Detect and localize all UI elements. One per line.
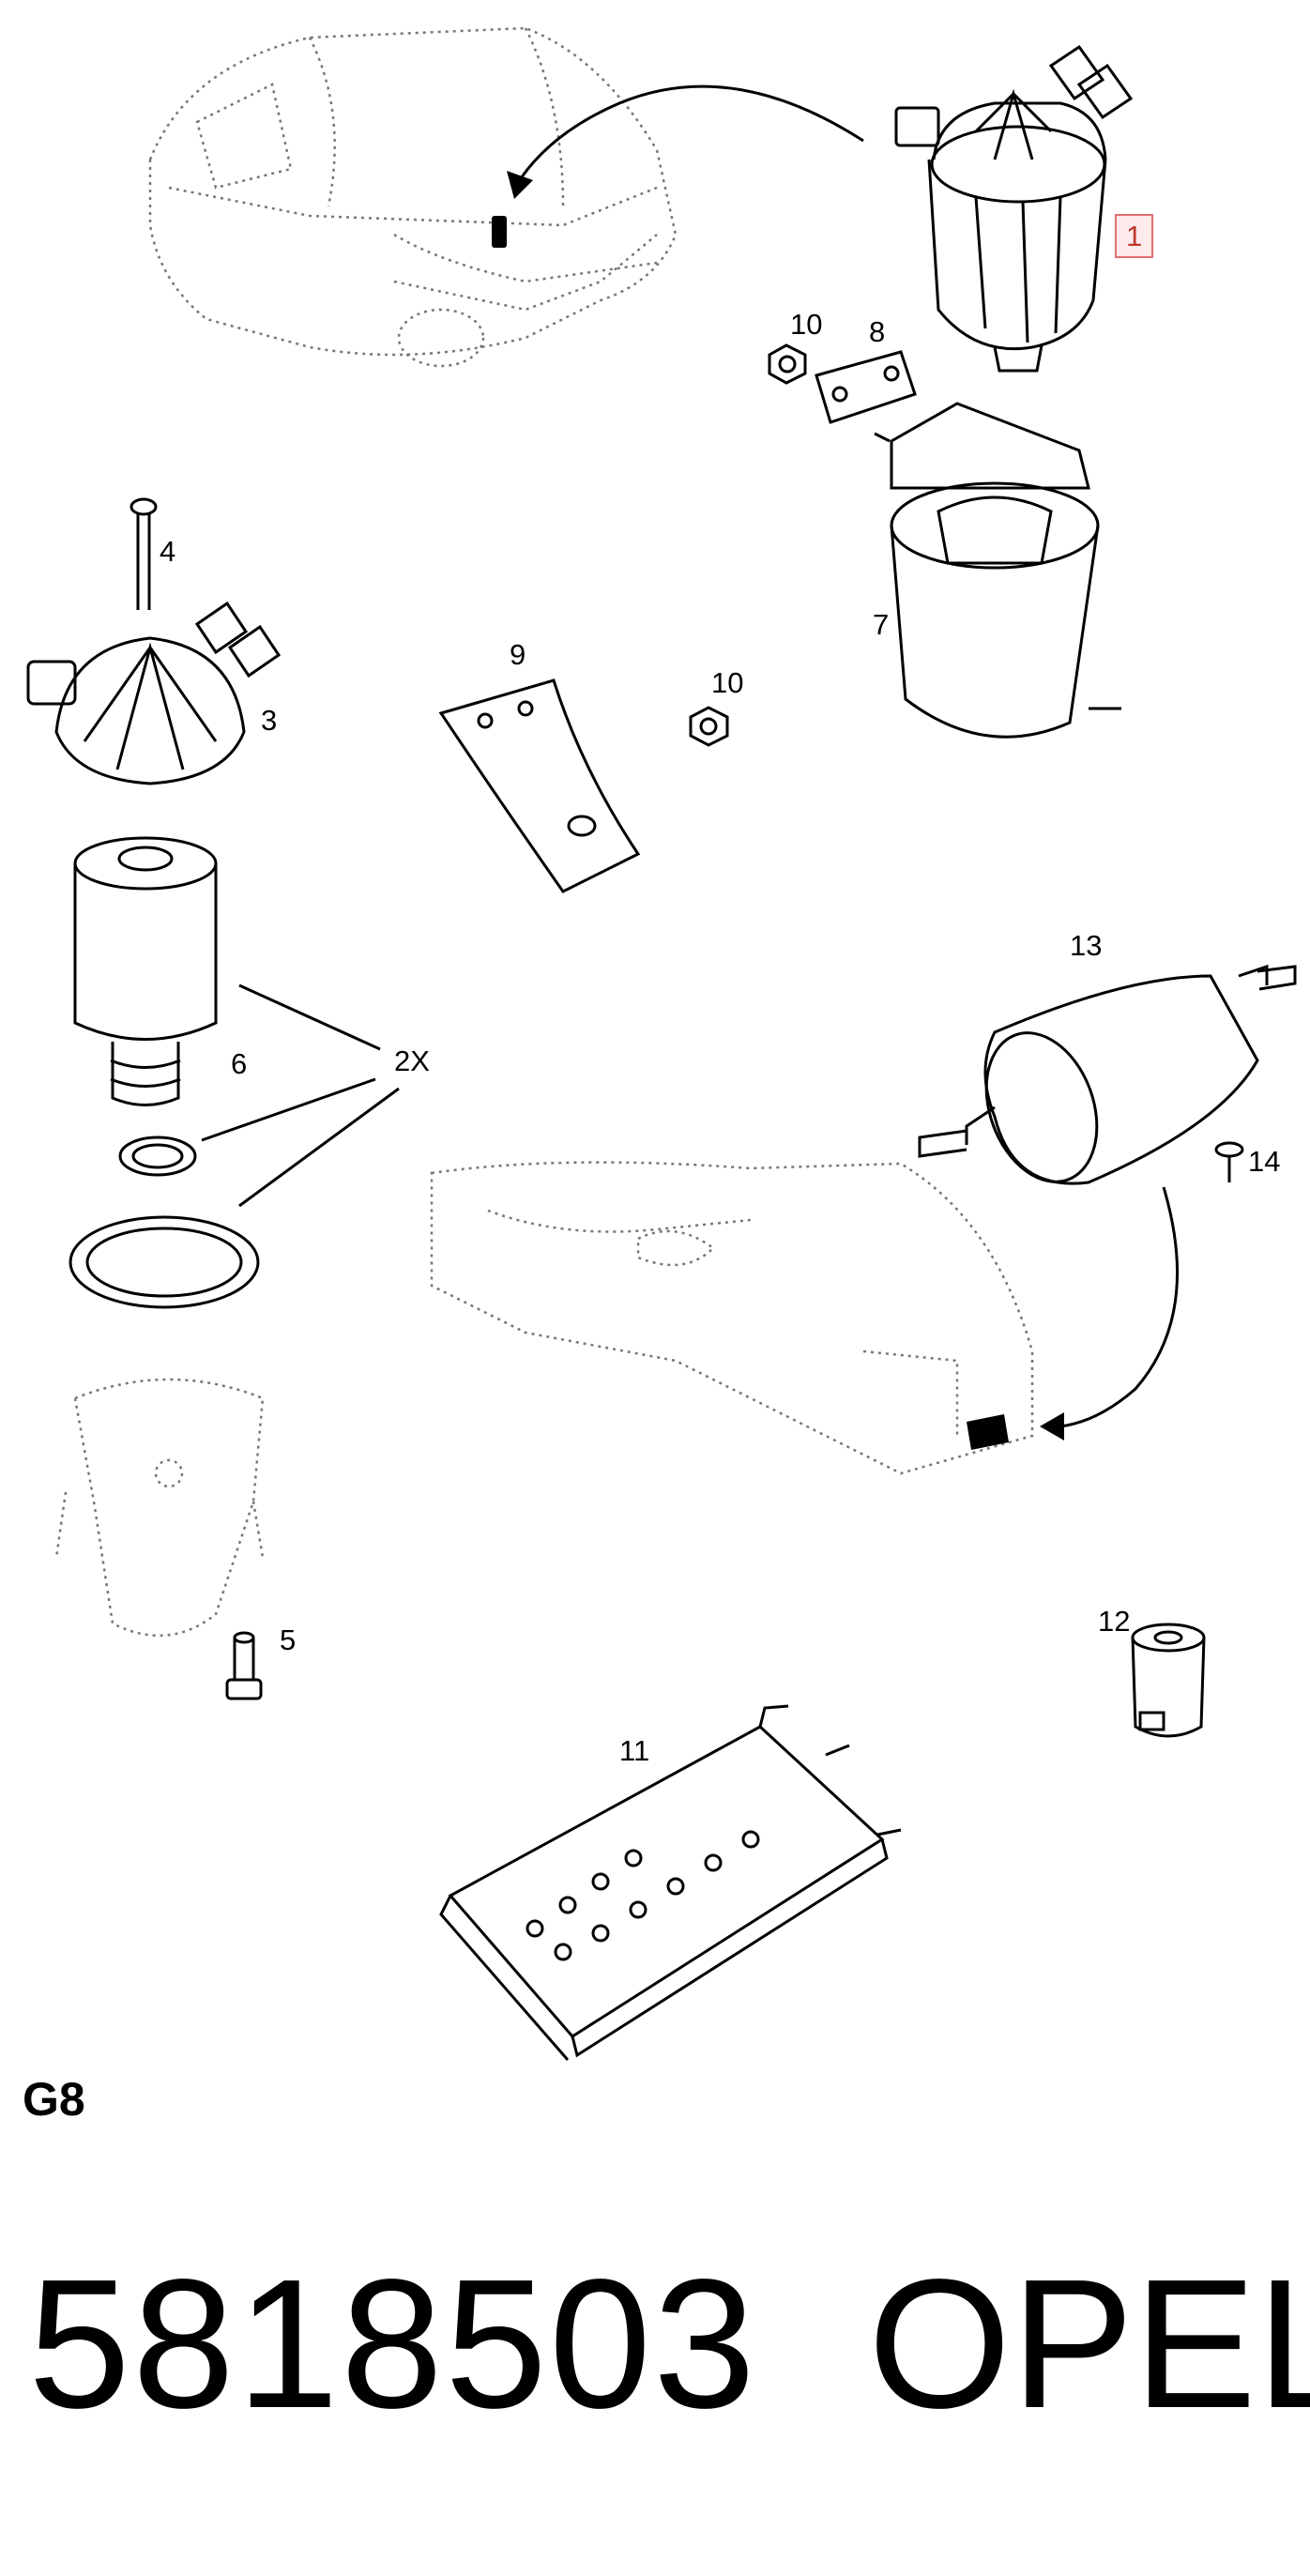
- callout-7: 7: [873, 608, 890, 641]
- location-arrowhead: [507, 171, 533, 199]
- part-4-long-bolt: [129, 497, 158, 610]
- callout-11: 11: [619, 1734, 650, 1767]
- part-8-bracket-plate: [815, 350, 917, 424]
- tank-location-arrowhead: [1040, 1412, 1064, 1440]
- fuel-filter-location-marker: [492, 216, 507, 248]
- tank-outlet-marker: [967, 1414, 1009, 1450]
- part-2-seals: [69, 1136, 260, 1309]
- part-12-fuel-fitting: [1131, 1623, 1206, 1738]
- callout-4: 4: [160, 535, 176, 568]
- tank-location-arrow: [1059, 1186, 1180, 1428]
- part-13-inline-fuel-filter: [918, 964, 1297, 1185]
- callout-13: 13: [1070, 929, 1103, 962]
- location-arrow: [519, 84, 864, 179]
- car-location-illustration: [148, 26, 678, 368]
- part-14-screw: [1214, 1141, 1244, 1182]
- 2x-leader-lines: [201, 983, 400, 1208]
- filter-bowl-dotted: [54, 1378, 265, 1638]
- callout-1: 1: [1115, 214, 1154, 258]
- part-5-drain-bolt: [225, 1631, 263, 1700]
- callout-14: 14: [1248, 1145, 1281, 1178]
- callout-9: 9: [510, 638, 526, 671]
- callout-3: 3: [261, 704, 278, 737]
- part-3-filter-head: [26, 601, 282, 785]
- part-6-filter-cartridge: [73, 836, 218, 1106]
- brand-name: OPEL: [868, 2241, 1310, 2446]
- callout-8: 8: [869, 315, 886, 348]
- part-7-canister-housing: [874, 402, 1121, 739]
- callout-12: 12: [1098, 1605, 1131, 1638]
- part-10-nut-top: [768, 343, 807, 385]
- callout-5: 5: [280, 1623, 297, 1656]
- section-code: G8: [23, 2073, 85, 2126]
- callout-10-top: 10: [790, 308, 823, 341]
- callout-6: 6: [231, 1047, 248, 1080]
- part-number: 5818503: [28, 2241, 758, 2446]
- part-1-fuel-filter-assembly: [894, 44, 1134, 373]
- part-9-bent-bracket: [438, 678, 641, 893]
- callout-10-middle: 10: [711, 666, 744, 699]
- part-11-mounting-tray: [439, 1704, 902, 2061]
- part-10-nut-middle: [689, 706, 729, 747]
- callout-2x: 2X: [394, 1044, 430, 1077]
- fuel-tank-dotted: [430, 1161, 1034, 1475]
